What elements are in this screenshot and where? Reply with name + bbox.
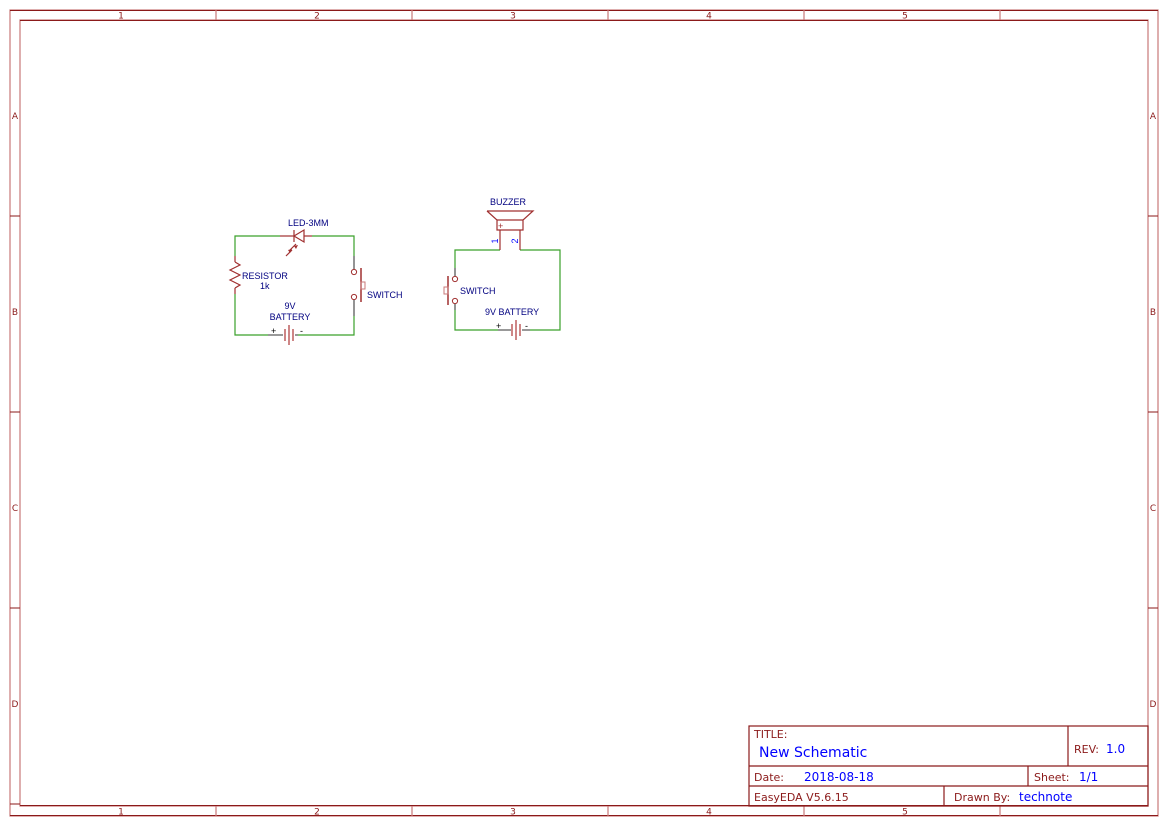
led[interactable] bbox=[280, 228, 312, 257]
battery[interactable] bbox=[498, 320, 530, 340]
drawn-by-value: technote bbox=[1019, 790, 1072, 804]
switch-label: SWITCH bbox=[460, 286, 496, 296]
battery-plus: + bbox=[271, 326, 276, 336]
sheet-value: 1/1 bbox=[1079, 770, 1098, 784]
resistor[interactable] bbox=[228, 256, 242, 294]
led-label: LED-3MM bbox=[288, 218, 329, 228]
row-label: C bbox=[12, 504, 18, 514]
battery-minus: - bbox=[300, 326, 303, 336]
buzzer[interactable] bbox=[486, 210, 535, 250]
switch[interactable] bbox=[443, 268, 459, 310]
column-label: 2 bbox=[314, 808, 320, 818]
software-version: EasyEDA V5.6.15 bbox=[754, 791, 849, 804]
battery-plus: + bbox=[496, 321, 501, 331]
row-label: D bbox=[1150, 700, 1157, 710]
row-label: A bbox=[12, 112, 19, 122]
title-label: TITLE: bbox=[753, 728, 787, 741]
row-label: B bbox=[12, 308, 18, 318]
sheet-frame: 1 2 3 4 5 1 2 3 4 5 A B C D A B C D bbox=[9, 9, 1159, 818]
resistor-value: 1k bbox=[260, 281, 270, 291]
pin-number: 1 bbox=[490, 238, 500, 243]
drawn-by-label: Drawn By: bbox=[954, 791, 1010, 804]
led-circuit: RESISTOR 1k LED-3MM SWITCH bbox=[228, 218, 403, 345]
battery[interactable] bbox=[268, 325, 298, 345]
row-label: B bbox=[1150, 308, 1156, 318]
buzzer-circuit: + BUZZER 1 2 SWITCH + - 9V BATTERY bbox=[443, 197, 561, 340]
wire[interactable] bbox=[234, 235, 355, 336]
date-label: Date: bbox=[754, 771, 784, 784]
buzzer-label: BUZZER bbox=[490, 197, 527, 207]
battery-label: 9V BATTERY bbox=[485, 307, 539, 317]
row-label: D bbox=[12, 700, 19, 710]
column-label: 4 bbox=[706, 808, 712, 818]
row-label: A bbox=[1150, 112, 1157, 122]
rev-value: 1.0 bbox=[1106, 742, 1125, 756]
title-value: New Schematic bbox=[759, 745, 867, 761]
battery-label: BATTERY bbox=[270, 312, 311, 322]
sheet-label: Sheet: bbox=[1034, 771, 1070, 784]
resistor-label: RESISTOR bbox=[242, 271, 288, 281]
column-label: 1 bbox=[118, 808, 124, 818]
buzzer-plus: + bbox=[498, 221, 503, 231]
column-label: 1 bbox=[118, 12, 124, 22]
pin-number: 2 bbox=[510, 238, 520, 243]
column-label: 5 bbox=[902, 12, 908, 22]
date-value: 2018-08-18 bbox=[804, 770, 874, 784]
column-label: 3 bbox=[510, 808, 516, 818]
rev-label: REV: bbox=[1074, 743, 1099, 756]
column-label: 3 bbox=[510, 12, 516, 22]
row-label: C bbox=[1150, 504, 1156, 514]
column-label: 2 bbox=[314, 12, 320, 22]
switch-label: SWITCH bbox=[367, 290, 403, 300]
light-emission-arrows-icon bbox=[288, 245, 298, 253]
column-label: 4 bbox=[706, 12, 712, 22]
battery-minus: - bbox=[525, 321, 528, 331]
switch[interactable] bbox=[350, 256, 366, 316]
column-label: 5 bbox=[902, 808, 908, 818]
battery-label: 9V bbox=[284, 301, 295, 311]
wire[interactable] bbox=[454, 249, 561, 331]
title-block: TITLE: New Schematic REV: 1.0 Date: 2018… bbox=[748, 725, 1149, 807]
